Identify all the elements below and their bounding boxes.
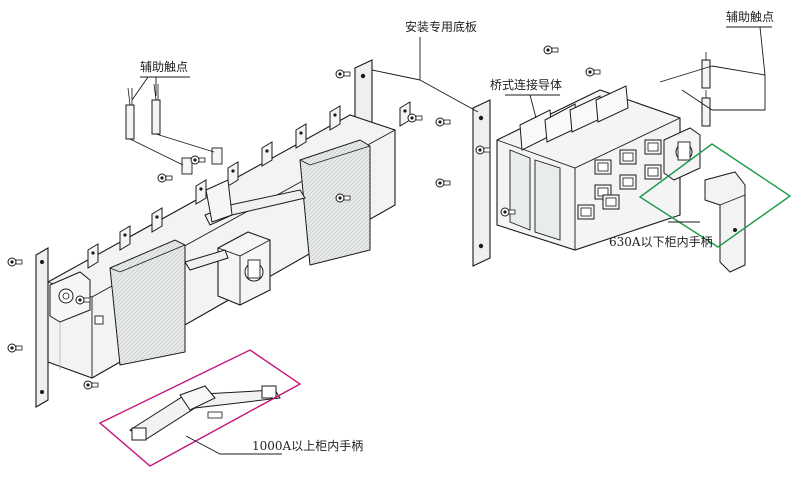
left-switch-assembly — [7, 59, 423, 408]
handle-630-part — [704, 171, 746, 273]
label-aux-contact-left: 辅助触点 — [140, 60, 188, 74]
handle-630-box — [638, 143, 792, 248]
handle-1000-box — [98, 349, 302, 467]
aux-contact-right-parts — [701, 52, 711, 127]
label-mount-base-plate: 安装专用底板 — [405, 19, 477, 34]
leader-lines — [131, 26, 772, 455]
right-switch-assembly — [435, 45, 701, 267]
label-bridge-conductor: 桥式连接导体 — [490, 77, 562, 92]
aux-contact-left-parts — [125, 83, 215, 166]
label-handle-1000: 1000A以上柜内手柄 — [252, 439, 363, 453]
label-handle-630: 630A以下柜内手柄 — [609, 235, 713, 249]
left-base-plate — [35, 247, 49, 408]
label-aux-contact-right: 辅助触点 — [726, 10, 774, 24]
handle-1000-part — [129, 385, 281, 441]
operating-mechanism — [217, 231, 271, 306]
